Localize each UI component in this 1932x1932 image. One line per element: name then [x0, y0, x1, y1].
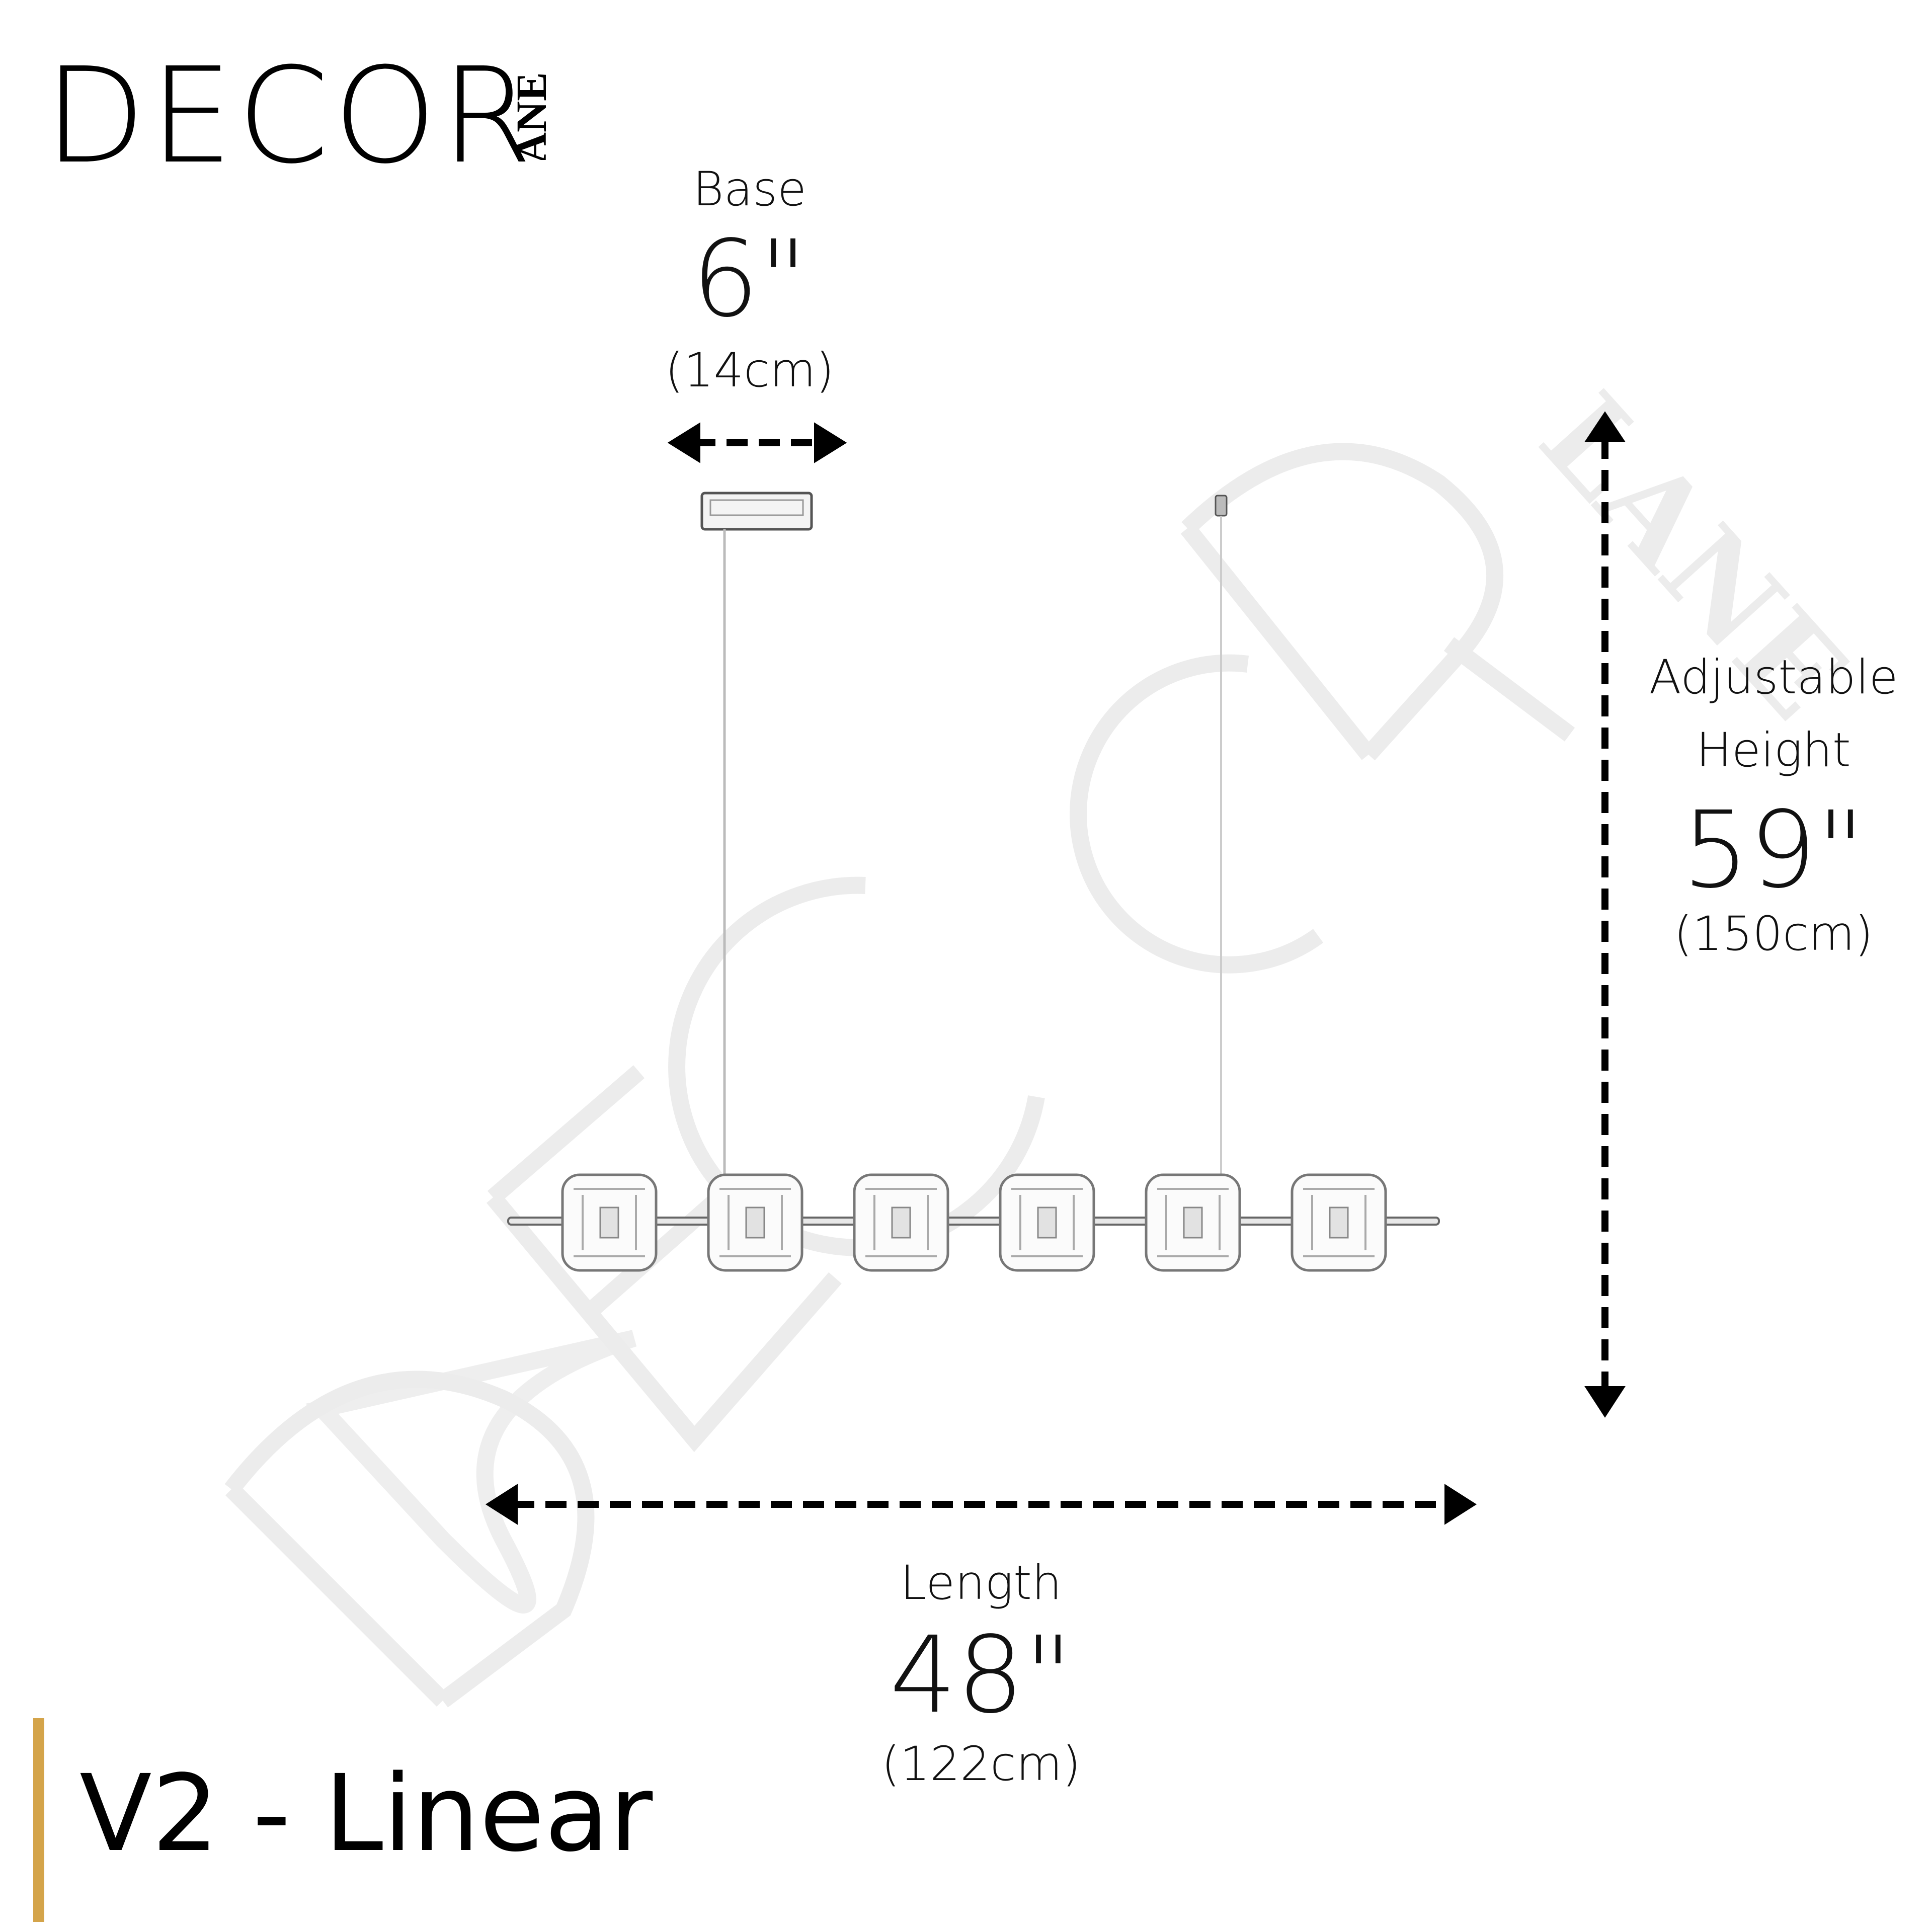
- cord-anchor: [1215, 495, 1228, 517]
- length-inches: 48": [890, 1614, 1073, 1737]
- glass-shade: [1145, 1173, 1241, 1272]
- base-label: Base: [693, 162, 807, 217]
- glass-shade: [561, 1173, 658, 1272]
- base-inches: 6": [691, 217, 808, 341]
- brand-logo: DECOR: [44, 39, 537, 193]
- svg-text:LANE: LANE: [507, 72, 555, 160]
- glass-shade: [1291, 1173, 1387, 1272]
- base-cm: (14cm): [665, 343, 835, 398]
- title-accent-bar: [33, 1718, 44, 1922]
- length-label: Length: [900, 1556, 1062, 1611]
- watermark-logo: [224, 443, 1575, 1708]
- height-dimension-arrow: [1584, 411, 1626, 1418]
- height-label-line1: Adjustable: [1649, 650, 1898, 705]
- product-variant-title: V2 - Linear: [79, 1752, 653, 1875]
- glass-shade: [707, 1173, 803, 1272]
- length-cm: (122cm): [881, 1737, 1081, 1792]
- length-dimension-arrow: [485, 1484, 1477, 1525]
- height-label-line2: Height: [1696, 723, 1851, 778]
- height-inches: 59": [1682, 788, 1865, 912]
- base-dimension-arrow: [667, 422, 847, 463]
- fixture-shades: [561, 1173, 1387, 1272]
- ceiling-canopy: [700, 492, 813, 531]
- brand-logo-lane-mark: LANE: [507, 72, 555, 160]
- glass-shade: [853, 1173, 949, 1272]
- glass-shade: [999, 1173, 1095, 1272]
- height-cm: (150cm): [1673, 907, 1873, 961]
